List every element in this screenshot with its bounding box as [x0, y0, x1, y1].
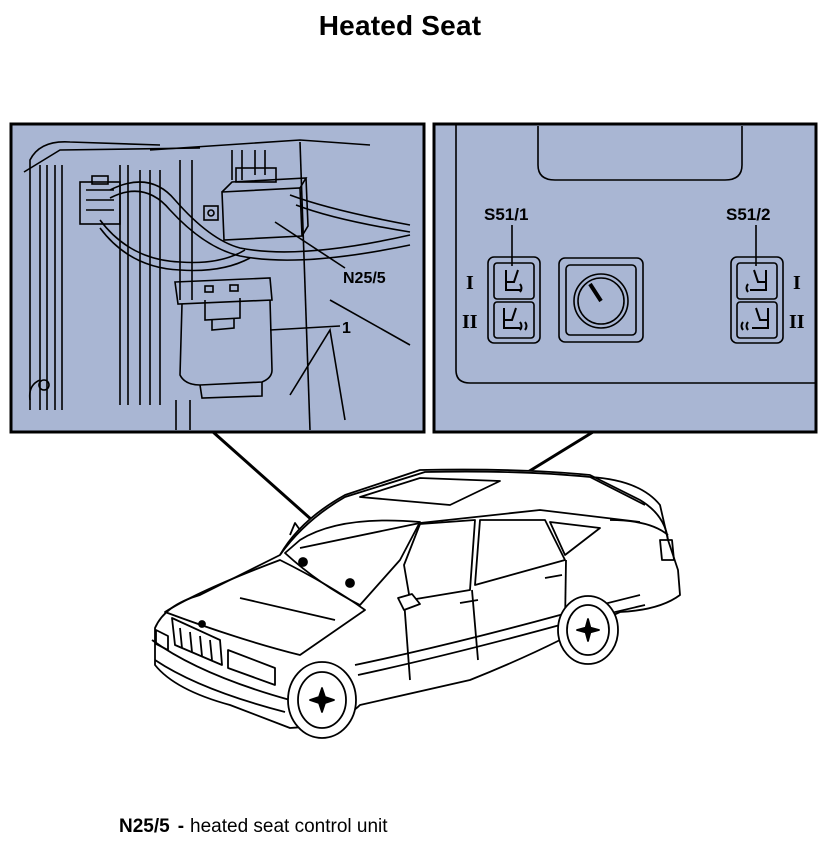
car-illustration [151, 468, 681, 739]
position-label-right-one: I [793, 272, 801, 294]
legend-description: heated seat control unit [190, 816, 388, 837]
seat-heat-icon-right-2 [740, 307, 769, 331]
position-label-left-two: II [462, 311, 478, 333]
switch-label-s51-2: S51/2 [726, 205, 770, 224]
seat-heat-icon-left-1 [505, 269, 523, 293]
legend-code: N25/5 [119, 816, 170, 837]
left-detail-panel: N25/5 1 [9, 122, 426, 434]
seat-heat-icon-right-1 [745, 269, 767, 293]
rear-wheel [557, 595, 619, 665]
position-label-left-one: I [466, 272, 474, 294]
front-wheel [287, 661, 357, 739]
callout-part-1: 1 [342, 320, 351, 337]
page-title: Heated Seat [318, 10, 482, 41]
position-label-right-two: II [789, 311, 805, 333]
seat-heat-icon-left-2 [503, 307, 528, 331]
location-dot-switches [345, 578, 355, 588]
legend-separator: - [177, 816, 185, 837]
right-detail-panel: S51/1 S51/2 I II I II [432, 122, 818, 434]
location-dot-control-unit [298, 557, 308, 567]
legend: N25/5-heated seat control unit [119, 816, 388, 838]
callout-n25-5: N25/5 [343, 270, 386, 287]
switch-label-s51-1: S51/1 [484, 205, 528, 224]
